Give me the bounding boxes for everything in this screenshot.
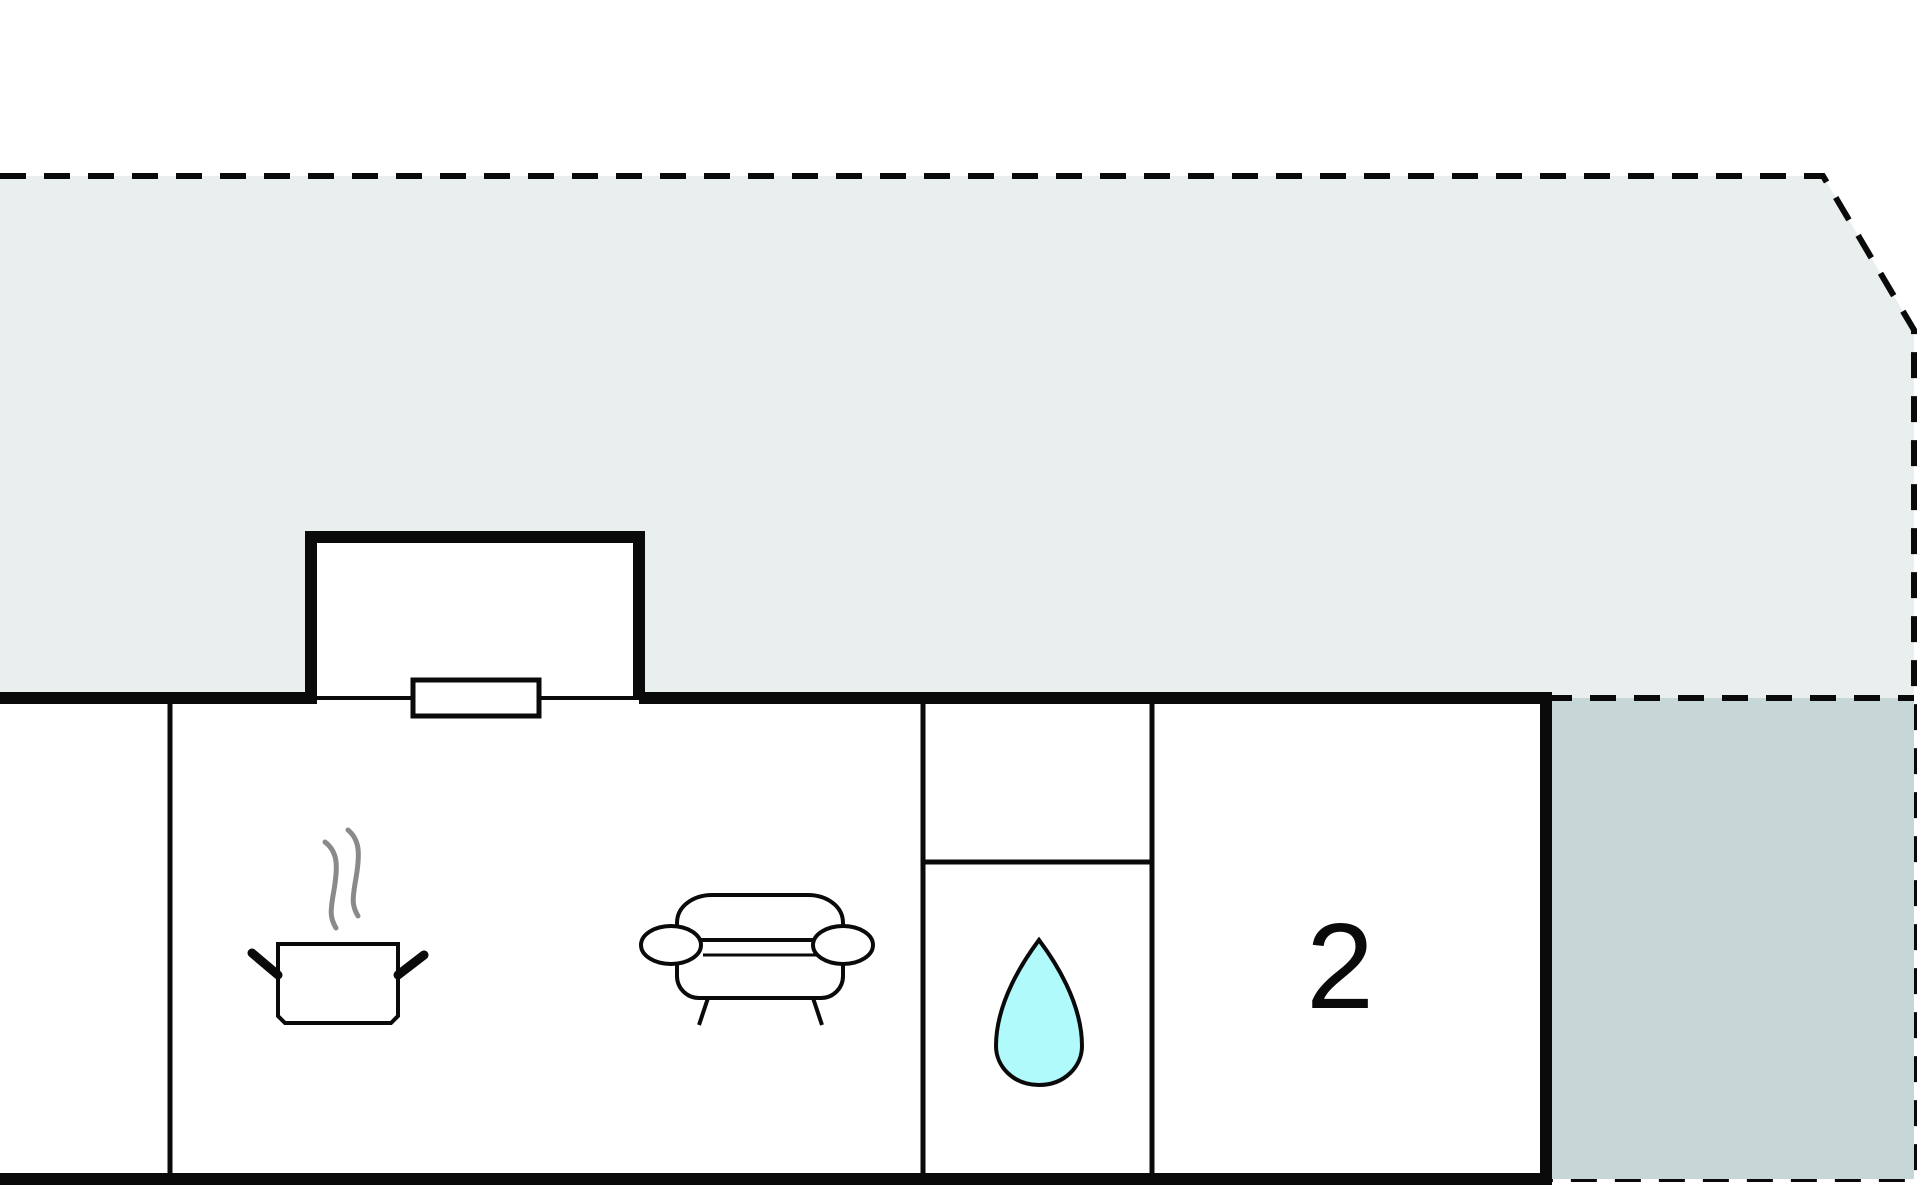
water-drop-icon: [993, 936, 1085, 1088]
bedroom-count-label: 2: [1306, 898, 1374, 1034]
exterior-wall-top-right: [0, 692, 1552, 1185]
bay-alcove: [311, 537, 639, 698]
kitchen-pot-icon: [247, 827, 429, 1025]
sofa-icon: [639, 893, 875, 1026]
window-icon: [410, 677, 542, 719]
exterior-wall-top-left: [0, 531, 645, 704]
terrace: [1546, 698, 1914, 1179]
outdoor-area: [0, 176, 1914, 1179]
